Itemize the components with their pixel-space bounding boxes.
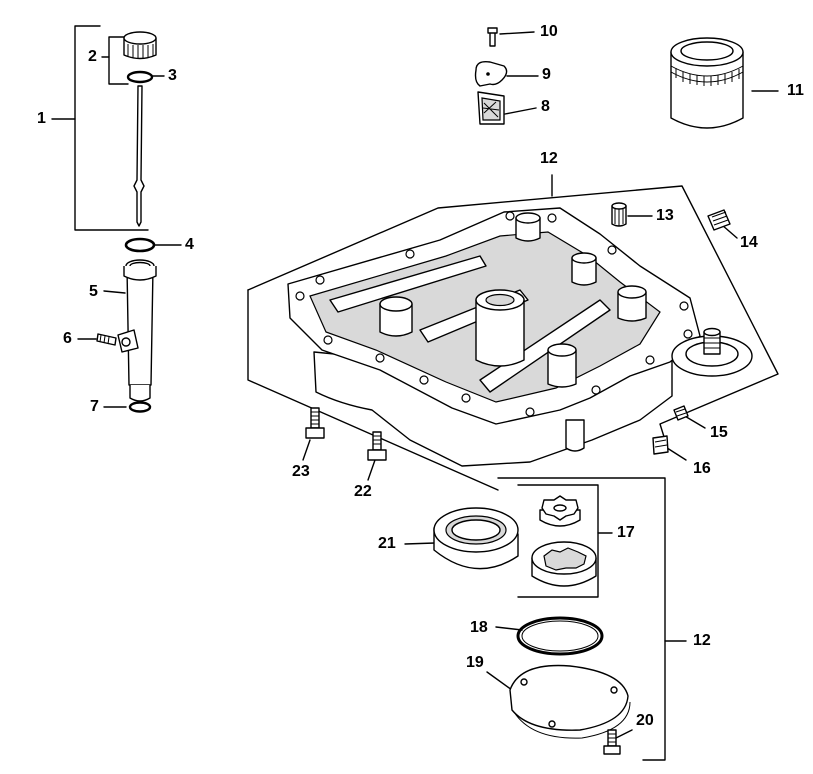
o-ring-large bbox=[516, 616, 604, 656]
callout-10: 10 bbox=[540, 23, 558, 40]
fitting-small bbox=[673, 405, 689, 421]
callout-4: 4 bbox=[185, 236, 194, 253]
callout-7: 7 bbox=[90, 398, 99, 415]
callout-2: 2 bbox=[88, 48, 97, 65]
pipe-plug bbox=[707, 209, 731, 231]
filter-screen bbox=[477, 91, 505, 125]
screw-small bbox=[487, 27, 498, 47]
dipstick-cap bbox=[123, 31, 157, 60]
oil-seal bbox=[433, 507, 519, 570]
leader-lines bbox=[51, 25, 779, 761]
dipstick-tube bbox=[117, 259, 157, 402]
callout-8: 8 bbox=[541, 98, 550, 115]
callout-16: 16 bbox=[693, 460, 711, 477]
dowel-pin bbox=[611, 202, 627, 227]
plug-square bbox=[652, 435, 669, 455]
callout-21: 21 bbox=[378, 535, 396, 552]
o-ring-tube bbox=[124, 237, 156, 253]
callout-12-cover: 12 bbox=[693, 632, 711, 649]
callout-23: 23 bbox=[292, 463, 310, 480]
outer-rotor bbox=[531, 541, 597, 587]
callout-15: 15 bbox=[710, 424, 728, 441]
o-ring-bottom bbox=[128, 401, 152, 413]
callout-1: 1 bbox=[37, 110, 46, 127]
bolt-22 bbox=[367, 431, 387, 461]
callout-20: 20 bbox=[636, 712, 654, 729]
callout-3: 3 bbox=[168, 67, 177, 84]
dipstick-rod bbox=[133, 85, 145, 227]
callout-17: 17 bbox=[617, 524, 635, 541]
callout-11: 11 bbox=[787, 82, 804, 99]
bracket-clip bbox=[474, 60, 508, 87]
bolt-23 bbox=[305, 407, 325, 439]
callout-5: 5 bbox=[89, 283, 98, 300]
callout-9: 9 bbox=[542, 66, 551, 83]
callout-6: 6 bbox=[63, 330, 72, 347]
o-ring-small bbox=[126, 70, 154, 84]
callout-19: 19 bbox=[466, 654, 484, 671]
callout-14: 14 bbox=[740, 234, 758, 251]
inner-rotor bbox=[539, 495, 581, 527]
callout-12-pan: 12 bbox=[540, 150, 558, 167]
callout-18: 18 bbox=[470, 619, 488, 636]
callout-22: 22 bbox=[354, 483, 372, 500]
oil-pan bbox=[287, 207, 753, 467]
cover-bolt bbox=[603, 729, 621, 755]
pump-cover bbox=[509, 664, 631, 739]
tube-bolt bbox=[96, 333, 117, 346]
callout-13: 13 bbox=[656, 207, 674, 224]
oil-filter bbox=[670, 37, 744, 129]
o-ring-large-inner bbox=[521, 620, 599, 652]
